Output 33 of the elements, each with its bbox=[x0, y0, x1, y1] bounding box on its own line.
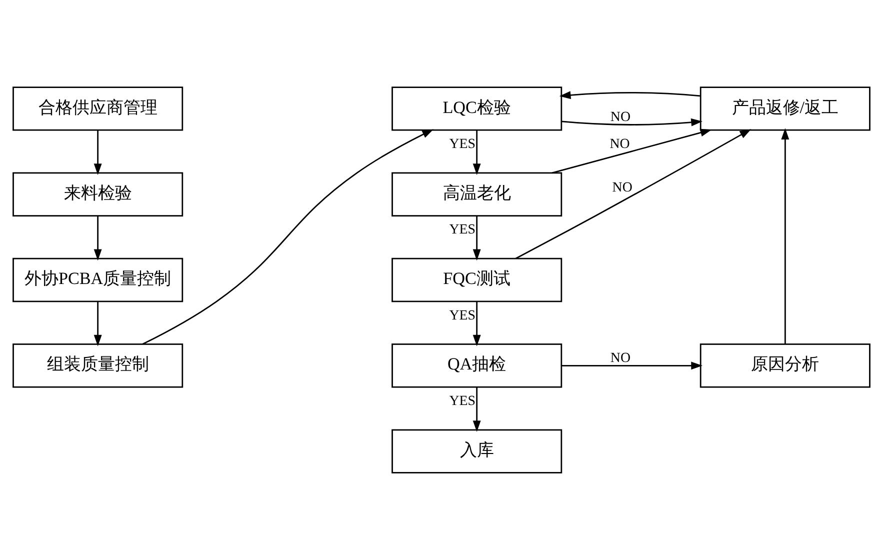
node-box: 产品返修/返工 bbox=[700, 86, 870, 131]
arrow bbox=[142, 129, 434, 345]
node-box: 高温老化 bbox=[392, 172, 562, 216]
arrow bbox=[472, 387, 481, 432]
edge-label: YES bbox=[449, 308, 476, 324]
arrow bbox=[472, 130, 481, 175]
node-box: 来料检验 bbox=[12, 172, 184, 216]
edge-label: NO bbox=[612, 180, 632, 196]
edge-label: NO bbox=[610, 136, 630, 152]
edge-label: YES bbox=[449, 137, 476, 152]
edge-label: YES bbox=[449, 222, 476, 238]
arrow bbox=[94, 216, 102, 261]
arrow bbox=[561, 118, 702, 126]
arrow bbox=[94, 302, 102, 346]
node-box: 入库 bbox=[392, 429, 562, 474]
edge-label: NO bbox=[610, 350, 631, 366]
node-box: LQC检验 bbox=[392, 86, 562, 131]
arrow bbox=[561, 362, 702, 370]
arrow bbox=[552, 128, 712, 174]
node-box: 组装质量控制 bbox=[12, 344, 184, 388]
edge-label: NO bbox=[610, 110, 631, 125]
arrow bbox=[781, 128, 790, 344]
arrow bbox=[515, 129, 752, 260]
node-box: QA抽检 bbox=[392, 344, 562, 388]
arrow bbox=[94, 130, 102, 175]
node-box: 外协PCBA质量控制 bbox=[12, 258, 184, 302]
node-box: FQC测试 bbox=[392, 258, 562, 302]
arrow bbox=[472, 216, 481, 261]
node-box: 原因分析 bbox=[700, 344, 870, 388]
arrow bbox=[559, 91, 700, 100]
node-box: 合格供应商管理 bbox=[12, 86, 184, 131]
edge-label: YES bbox=[449, 394, 476, 409]
arrow bbox=[472, 302, 481, 346]
